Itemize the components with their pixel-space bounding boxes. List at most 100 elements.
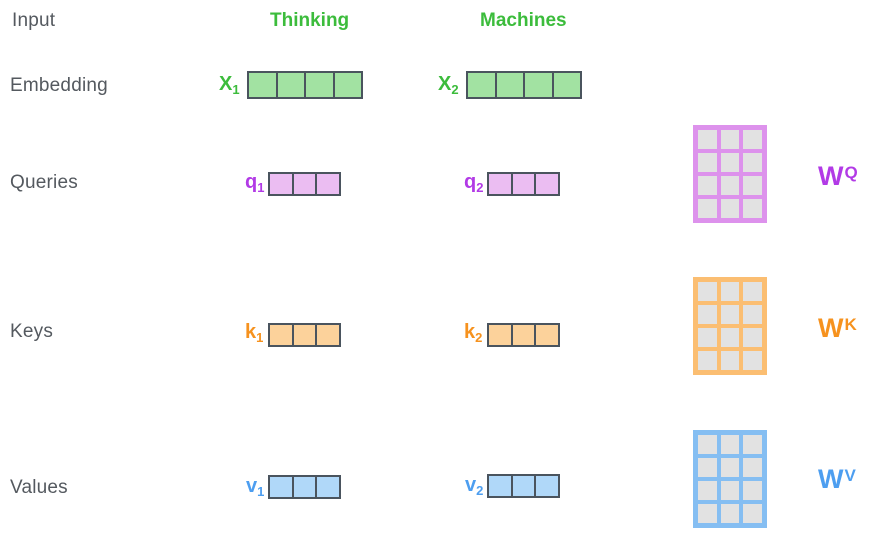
vector-cell	[249, 73, 276, 97]
vector-label-x1: X1	[219, 73, 240, 97]
vector-cell	[494, 73, 523, 97]
token-machines: Machines	[480, 10, 567, 31]
vector-cell	[489, 476, 511, 496]
vector-subscript: 2	[476, 483, 484, 498]
weight-superscript: Q	[844, 163, 858, 182]
vector-cell	[332, 73, 361, 97]
vector-cell	[534, 325, 559, 345]
matrix-cell	[720, 435, 740, 454]
vector-cell	[270, 477, 292, 497]
vector-subscript: 1	[257, 180, 265, 195]
matrix-cell	[720, 153, 740, 172]
vector-subscript: 2	[476, 180, 484, 195]
weight-label-wk: WK	[818, 315, 857, 345]
matrix-cell	[743, 282, 762, 301]
matrix-cell	[720, 328, 740, 347]
vector-cell	[270, 325, 292, 345]
value-vector-v2	[487, 474, 560, 498]
row-label-values: Values	[10, 477, 68, 498]
row-label-keys: Keys	[10, 321, 54, 342]
matrix-cell	[720, 351, 740, 370]
vector-cell	[270, 174, 292, 194]
vector-cell	[510, 174, 535, 194]
weight-letter: W	[818, 464, 844, 494]
matrix-cell	[698, 458, 717, 477]
matrix-cell	[698, 305, 717, 324]
vector-cell	[468, 73, 495, 97]
matrix-cell	[743, 328, 762, 347]
weight-label-wv: WV	[818, 466, 856, 496]
vector-letter: k	[464, 321, 476, 343]
row-label-queries: Queries	[10, 172, 78, 193]
matrix-cell	[743, 435, 762, 454]
row-label-input: Input	[12, 10, 56, 31]
embedding-vector-x1	[247, 71, 363, 99]
weight-letter: W	[818, 313, 844, 343]
weight-matrix-wv	[693, 430, 767, 528]
matrix-cell	[698, 199, 717, 218]
vector-cell	[534, 174, 559, 194]
matrix-cell	[720, 199, 740, 218]
vector-cell	[291, 325, 316, 345]
matrix-cell	[720, 481, 740, 500]
vector-label-k2: k2	[464, 321, 483, 345]
vector-letter: X	[219, 73, 233, 95]
vector-letter: q	[464, 171, 477, 193]
matrix-cell	[698, 481, 717, 500]
matrix-cell	[720, 130, 740, 149]
vector-cell	[304, 73, 333, 97]
matrix-cell	[698, 328, 717, 347]
matrix-cell	[698, 435, 717, 454]
vector-subscript: 1	[232, 82, 240, 97]
weight-letter: W	[818, 161, 844, 191]
matrix-cell	[743, 504, 762, 523]
matrix-cell	[743, 351, 762, 370]
vector-cell	[315, 174, 340, 194]
vector-cell	[489, 174, 511, 194]
matrix-cell	[698, 130, 717, 149]
vector-label-v2: v2	[465, 474, 484, 498]
matrix-cell	[743, 481, 762, 500]
matrix-cell	[720, 458, 740, 477]
vector-cell	[551, 73, 580, 97]
weight-matrix-wq	[693, 125, 767, 223]
query-vector-q1	[268, 172, 341, 196]
vector-cell	[510, 325, 535, 345]
vector-cell	[523, 73, 552, 97]
vector-subscript: 1	[257, 484, 265, 499]
vector-subscript: 2	[451, 82, 459, 97]
vector-cell	[534, 476, 559, 496]
vector-subscript: 2	[475, 330, 483, 345]
vector-cell	[489, 325, 511, 345]
vector-cell	[275, 73, 304, 97]
vector-subscript: 1	[256, 330, 264, 345]
matrix-cell	[743, 305, 762, 324]
matrix-cell	[698, 176, 717, 195]
vector-label-k1: k1	[245, 322, 264, 345]
matrix-cell	[720, 176, 740, 195]
matrix-cell	[698, 282, 717, 301]
vector-label-q1: q1	[245, 172, 265, 195]
vector-cell	[315, 477, 340, 497]
matrix-cell	[743, 176, 762, 195]
matrix-cell	[743, 458, 762, 477]
matrix-cell	[698, 504, 717, 523]
vector-cell	[291, 477, 316, 497]
matrix-cell	[720, 282, 740, 301]
weight-superscript: K	[844, 315, 857, 334]
vector-cell	[315, 325, 340, 345]
weight-superscript: V	[844, 466, 856, 485]
vector-label-x2: X2	[438, 73, 459, 97]
vector-label-q2: q2	[464, 171, 484, 195]
matrix-cell	[720, 305, 740, 324]
vector-letter: X	[438, 73, 452, 95]
weight-label-wq: WQ	[818, 163, 858, 193]
embedding-vector-x2	[466, 71, 582, 99]
matrix-cell	[743, 130, 762, 149]
vector-label-v1: v1	[246, 476, 265, 499]
vector-cell	[510, 476, 535, 496]
token-thinking: Thinking	[270, 10, 350, 31]
vector-letter: v	[465, 474, 477, 496]
query-vector-q2	[487, 172, 560, 196]
